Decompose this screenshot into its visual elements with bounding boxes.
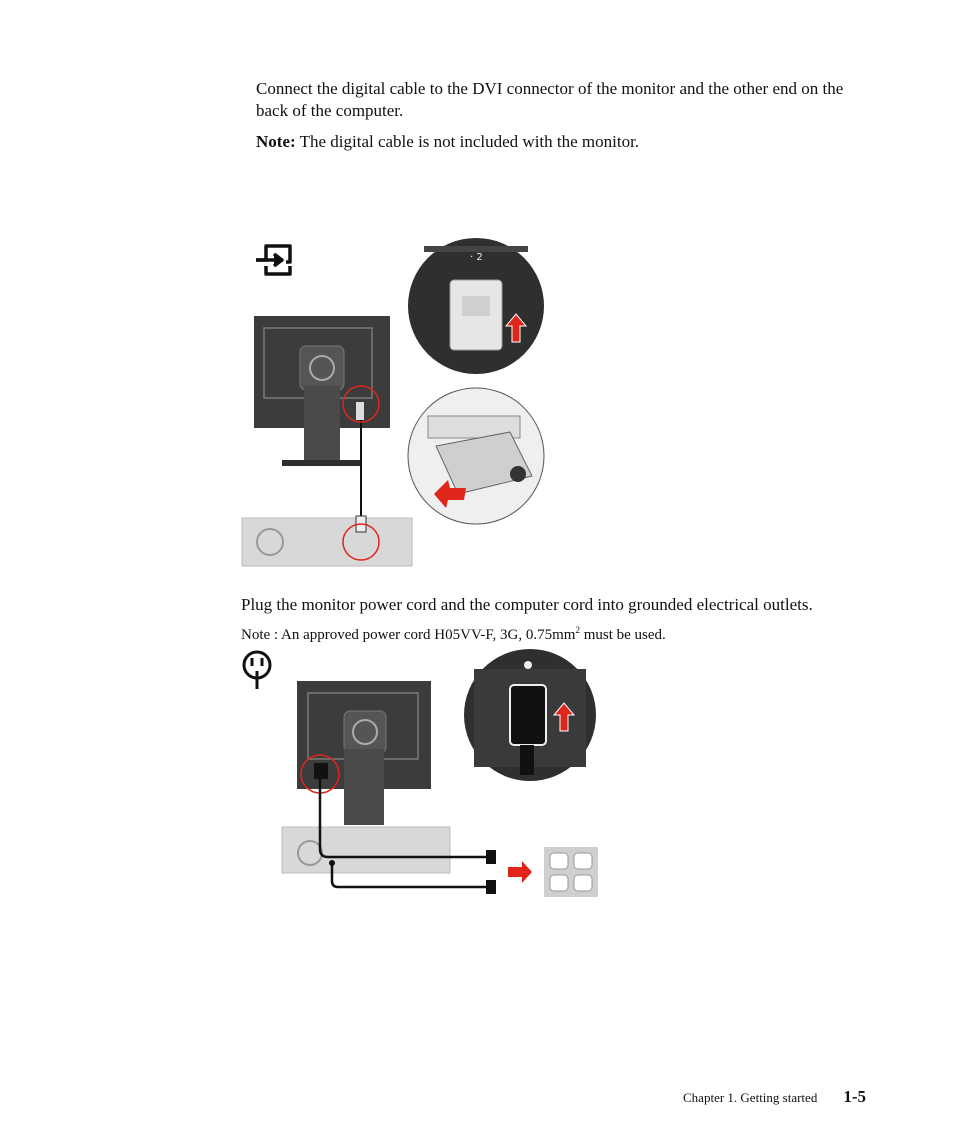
dvi-instruction: Connect the digital cable to the DVI con… [256,79,844,120]
dvi-note: Note: The digital cable is not included … [256,131,866,153]
note-label: Note: [256,132,296,151]
power-note-suffix: must be used. [579,627,666,643]
dvi-plug-closeup [407,387,545,525]
dvi-port-label: · 2 [470,252,483,263]
power-note-sup: 2 [575,625,580,635]
power-note: Note : An approved power cord H05VV-F, 3… [241,620,881,645]
highlight-circle-computer [342,523,380,561]
dvi-connection-figure: · 2 [241,238,545,567]
note-text: The digital cable is not included with t… [295,132,640,151]
monitor-back [254,316,390,466]
power-note-prefix: Note : An approved power cord H05VV-F, 3… [241,627,576,643]
power-connection-figure [242,649,598,897]
dvi-input-icon [256,244,292,276]
monitor-back-power [297,681,431,825]
power-instruction: Plug the monitor power cord and the comp… [241,595,813,614]
arrow-to-outlets [508,861,532,883]
dvi-port-closeup: · 2 [408,238,544,374]
highlight-circle-monitor [342,385,380,423]
page-number: 1-5 [843,1087,866,1106]
wall-outlets [544,847,598,897]
computer-back [241,515,413,567]
computer-back-power [281,826,451,874]
power-plug-icon [242,650,272,689]
chapter-label: Chapter 1. Getting started [683,1090,818,1105]
page-footer: Chapter 1. Getting started 1-5 [683,1087,866,1107]
power-socket-closeup [464,649,596,781]
